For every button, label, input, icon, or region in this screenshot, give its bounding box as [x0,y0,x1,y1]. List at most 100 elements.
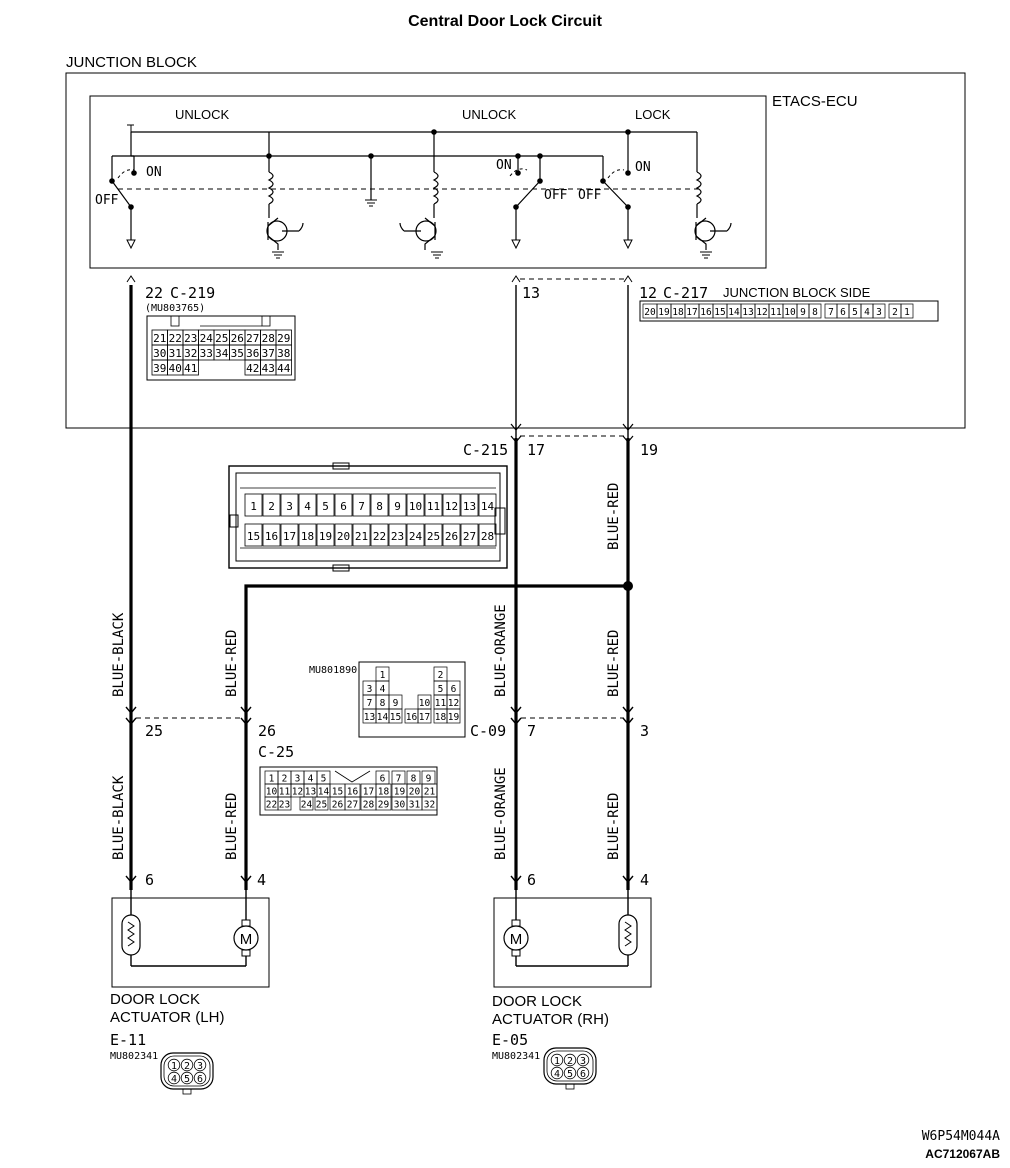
door-lock-actuator-lh: M [111,890,270,988]
c09-pin-12: 12 [448,698,459,709]
c217-pin-4: 4 [864,307,870,318]
svg-text:M: M [240,931,253,948]
rh-connector-part: MU802341 [492,1051,540,1062]
diagram-title: Central Door Lock Circuit [408,13,602,30]
c09-part-number: MU801890 [309,665,357,676]
c217-pin-7: 7 [828,307,834,318]
c215-pin-11: 11 [427,500,440,513]
c215-pin-15: 15 [247,530,260,543]
wire-label-blue-red-lh-lower: BLUE-RED [224,793,240,860]
c25-pin-21: 21 [424,787,436,798]
c25-pin-14: 14 [318,787,330,798]
c25-pin-3: 3 [295,774,301,785]
c219-pin-36: 36 [246,347,259,360]
c219-pin-29: 29 [277,332,290,345]
c215-pin-16: 16 [265,530,278,543]
wire-label-blue-orange-lower: BLUE-ORANGE [493,767,509,860]
c25-pin-16: 16 [347,787,359,798]
c25-pin-5: 5 [321,774,327,785]
c217-pin-12: 12 [756,307,767,318]
c217-pin-20: 20 [644,307,656,318]
c217-pin-13: 13 [742,307,753,318]
wire-label-blue-black-lower: BLUE-BLACK [111,775,127,860]
c217-pin-16: 16 [700,307,712,318]
on-label-3: ON [635,160,651,175]
c25-pin-19: 19 [394,787,406,798]
switch-label-lock: LOCK [635,107,671,122]
c215-pin-12: 12 [445,500,458,513]
c215-pin-4: 4 [304,500,311,513]
c215-pin-3: 3 [286,500,293,513]
wire-label-blue-red-upper: BLUE-RED [606,483,622,550]
c219-pin-25: 25 [215,332,228,345]
c215-pin-22: 22 [373,530,386,543]
c219-pin-24: 24 [200,332,214,345]
c09-pin-17: 17 [419,712,430,723]
c09-pin-4: 4 [380,684,386,695]
svg-text:M: M [510,931,523,948]
c215-pin-10: 10 [409,500,422,513]
c219-pin-43: 43 [262,362,275,375]
e05-conn-pin-2: 2 [567,1056,573,1067]
c217-pin-12: 12 [639,284,657,302]
c219-pin-22: 22 [169,332,182,345]
off-label-2: OFF [544,188,568,203]
c215-pin-21: 21 [355,530,368,543]
c219-pin-26: 26 [231,332,244,345]
c215-pin-18: 18 [301,530,314,543]
c215-pin-25: 25 [427,530,440,543]
c219-pin-23: 23 [184,332,197,345]
c09-pin-19: 19 [448,712,460,723]
c215-pin-23: 23 [391,530,404,543]
wires [125,285,634,890]
c215-pin-17: 17 [283,530,296,543]
junction-block-label: JUNCTION BLOCK [66,54,197,71]
on-label-1: ON [146,165,162,180]
lh-solenoid-icon [121,914,141,956]
c25-pin-30: 30 [394,800,406,811]
c25-pin-11: 11 [279,787,291,798]
c217-pin-3: 3 [876,307,882,318]
lh-connector-part: MU802341 [110,1051,158,1062]
e11-conn-pin-6: 6 [197,1074,203,1085]
c217-pin-14: 14 [728,307,740,318]
c219-pin-38: 38 [277,347,290,360]
c25-pin-31: 31 [409,800,421,811]
rh-pin-6: 6 [527,871,536,889]
c215-pin-1: 1 [250,500,257,513]
rh-actuator-label-1: DOOR LOCK [492,993,582,1010]
c219-pin-44: 44 [277,362,291,375]
c25-pin-27: 27 [347,800,358,811]
e11-conn-pin-5: 5 [184,1074,190,1085]
ecu-output-arrows [126,275,633,283]
c217-name: C-217 [663,284,708,302]
c09-pin-9: 9 [393,698,399,709]
c25-pin-25: 25 [316,800,327,811]
c219-pin-21: 21 [153,332,166,345]
c219-part-number: (MU803765) [145,303,205,314]
ecu-internal-circuit [109,124,732,259]
c09-pin-3: 3 [367,684,373,695]
c215-pin-26: 26 [445,530,458,543]
c09-pin-13: 13 [364,712,375,723]
c219-pin-31: 31 [169,347,182,360]
c25-pin-26: 26 [332,800,344,811]
switch-label-unlock-2: UNLOCK [462,107,517,122]
c219-pin-39: 39 [153,362,166,375]
lh-actuator-label-1: DOOR LOCK [110,991,200,1008]
wire-label-blue-red-rh-lower: BLUE-RED [606,793,622,860]
etacs-ecu-box [89,95,767,269]
c217-pin-2: 2 [892,307,898,318]
lh-connector-name: E-11 [110,1031,146,1049]
e05-conn-pin-1: 1 [554,1056,560,1067]
c215-pin-19: 19 [319,530,332,543]
etacs-ecu-label: ETACS-ECU [772,93,858,110]
reference-code: AC712067AB [925,1147,1000,1161]
c09-pin-18: 18 [435,712,447,723]
c25-pin-6: 6 [380,774,386,785]
e11-conn-pin-4: 4 [171,1074,177,1085]
c219-pin-28: 28 [262,332,275,345]
c219-pin-27: 27 [246,332,259,345]
